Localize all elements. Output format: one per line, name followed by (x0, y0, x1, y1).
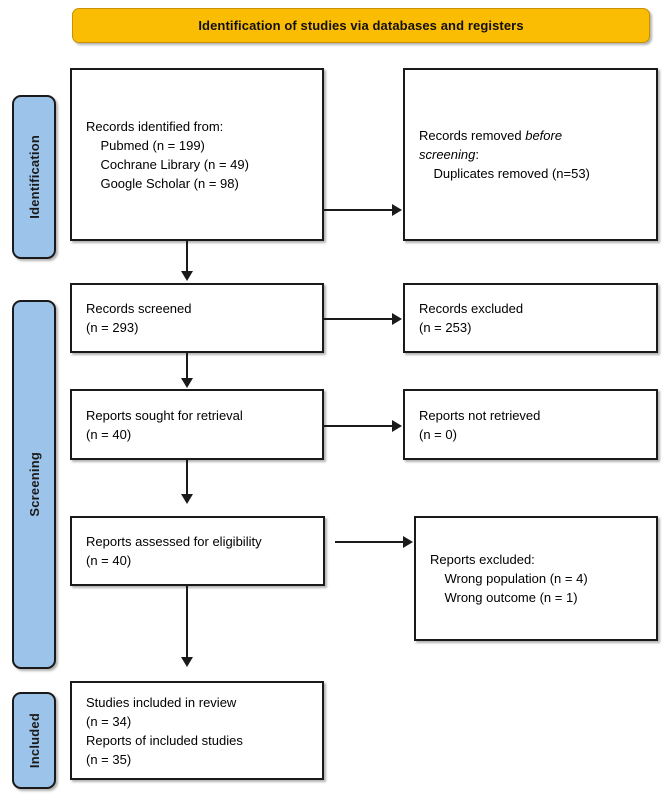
records-removed-italic-screening: screening (419, 147, 476, 162)
node-records-removed-text: Records removed before screening: Duplica… (405, 126, 656, 183)
records-identified-heading: Records identified from: (86, 118, 224, 134)
banner-title: Identification of studies via databases … (198, 18, 524, 33)
arrowhead-screened-to-sought (181, 378, 193, 388)
node-records-excluded-text: Records excluded (n = 253) (405, 299, 656, 337)
reports-not-retrieved-line1: Reports not retrieved (419, 407, 541, 423)
node-reports-not-retrieved: Reports not retrieved (n = 0) (403, 389, 658, 460)
reports-assessed-line2: (n = 40) (86, 553, 132, 568)
node-records-identified-text: Records identified from: Pubmed (n = 199… (72, 117, 322, 193)
node-records-screened-text: Records screened (n = 293) (72, 299, 322, 337)
connector-screened-to-excluded (324, 318, 393, 320)
studies-included-line2: (n = 34) (86, 713, 132, 729)
records-excluded-line1: Records excluded (419, 301, 524, 316)
records-excluded-line2: (n = 253) (419, 320, 472, 335)
records-removed-italic-before: before (525, 128, 563, 143)
records-removed-item: Duplicates removed (n=53) (433, 166, 590, 181)
arrowhead-assessed-to-studies-included (181, 657, 193, 667)
connector-identified-to-removed (324, 209, 393, 211)
connector-sought-to-not-retrieved (324, 425, 393, 427)
records-removed-prefix: Records removed (419, 128, 526, 143)
stage-bar-identification: Identification (12, 95, 56, 259)
records-identified-item-1: Cochrane Library (n = 49) (100, 156, 249, 172)
reports-excluded-heading: Reports excluded: (430, 552, 535, 567)
arrowhead-sought-to-not-retrieved (392, 420, 402, 432)
connector-identified-to-screened (186, 241, 188, 273)
reports-excluded-item-1: Wrong outcome (n = 1) (444, 590, 578, 605)
connector-assessed-to-reports-excluded (335, 541, 404, 543)
stage-label-included: Included (26, 712, 42, 769)
connector-assessed-to-studies-included (186, 586, 188, 659)
diagram-header-banner: Identification of studies via databases … (72, 8, 650, 43)
stage-bar-included: Included (12, 692, 56, 789)
node-records-excluded: Records excluded (n = 253) (403, 283, 658, 353)
reports-not-retrieved-line2: (n = 0) (419, 426, 457, 442)
records-screened-line2: (n = 293) (86, 320, 139, 335)
records-identified-item-0: Pubmed (n = 199) (100, 137, 205, 153)
studies-included-line4: (n = 35) (86, 751, 132, 767)
records-removed-colon: : (475, 147, 479, 162)
connector-sought-to-assessed (186, 460, 188, 496)
reports-assessed-line1: Reports assessed for eligibility (86, 534, 262, 549)
reports-excluded-item-0: Wrong population (n = 4) (444, 571, 588, 586)
studies-included-line1: Studies included in review (86, 694, 237, 710)
stage-label-identification: Identification (26, 135, 42, 219)
reports-sought-line2: (n = 40) (86, 426, 132, 442)
stage-label-screening: Screening (26, 452, 42, 517)
node-reports-excluded-detail: Reports excluded: Wrong population (n = … (414, 516, 658, 641)
node-studies-included-text: Studies included in review (n = 34) Report… (72, 693, 322, 769)
reports-sought-line1: Reports sought for retrieval (86, 407, 243, 423)
node-reports-assessed-text: Reports assessed for eligibility (n = 40) (72, 532, 323, 570)
records-identified-item-2: Google Scholar (n = 98) (100, 175, 239, 191)
node-records-screened: Records screened (n = 293) (70, 283, 324, 353)
node-reports-sought: Reports sought for retrieval (n = 40) (70, 389, 324, 460)
records-screened-line1: Records screened (86, 301, 192, 316)
arrowhead-sought-to-assessed (181, 494, 193, 504)
node-studies-included: Studies included in review (n = 34) Report… (70, 681, 324, 780)
node-reports-assessed: Reports assessed for eligibility (n = 40) (70, 516, 325, 586)
arrowhead-screened-to-excluded (392, 313, 402, 325)
studies-included-line3: Reports of included studies (86, 732, 243, 748)
node-records-removed: Records removed before screening: Duplica… (403, 68, 658, 241)
stage-bar-screening: Screening (12, 300, 56, 669)
arrowhead-identified-to-removed (392, 204, 402, 216)
connector-screened-to-sought (186, 353, 188, 380)
arrowhead-assessed-to-reports-excluded (403, 536, 413, 548)
node-reports-not-retrieved-text: Reports not retrieved (n = 0) (405, 406, 656, 444)
node-reports-excluded-detail-text: Reports excluded: Wrong population (n = … (416, 550, 656, 607)
node-records-identified: Records identified from: Pubmed (n = 199… (70, 68, 324, 241)
node-reports-sought-text: Reports sought for retrieval (n = 40) (72, 406, 322, 444)
arrowhead-identified-to-screened (181, 271, 193, 281)
